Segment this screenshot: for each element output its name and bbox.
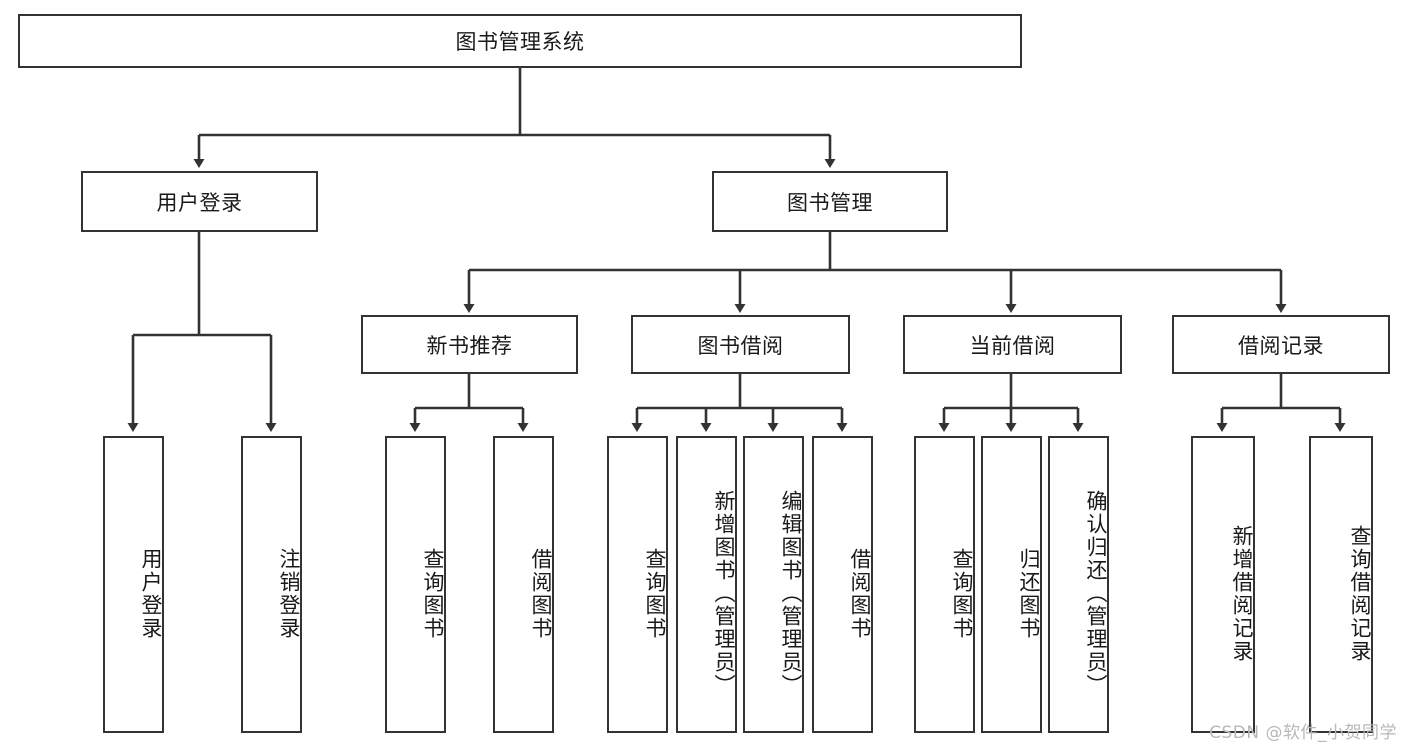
leaf-borrow-record-add[interactable]: 新增借阅记录: [1191, 436, 1255, 733]
node-label: 查询图书: [643, 547, 667, 640]
node-label: 当前借阅: [969, 333, 1056, 358]
leaf-user-login-login[interactable]: 用户登录: [103, 436, 164, 733]
leaf-new-book-query[interactable]: 查询图书: [385, 436, 446, 733]
leaf-new-book-borrow[interactable]: 借阅图书: [493, 436, 554, 733]
node-label: 新增借阅记录: [1230, 524, 1254, 663]
node-borrow-record[interactable]: 借阅记录: [1172, 315, 1390, 374]
node-book-management[interactable]: 图书管理: [712, 171, 948, 232]
node-label: 查询图书: [421, 547, 445, 640]
node-label: 图书管理: [787, 190, 873, 215]
leaf-book-borrow-edit[interactable]: 编辑图书（管理员）: [743, 436, 804, 733]
node-root-system[interactable]: 图书管理系统: [18, 14, 1022, 68]
node-label: 借阅图书: [529, 547, 553, 640]
node-label: 确认归还（管理员）: [1084, 490, 1108, 697]
leaf-book-borrow-add[interactable]: 新增图书（管理员）: [676, 436, 737, 733]
node-label: 新增图书（管理员）: [712, 490, 736, 697]
node-new-book-recommend[interactable]: 新书推荐: [361, 315, 578, 374]
node-label: 用户登录: [139, 547, 163, 640]
node-current-borrow[interactable]: 当前借阅: [903, 315, 1122, 374]
node-book-borrow[interactable]: 图书借阅: [631, 315, 850, 374]
node-label: 注销登录: [277, 547, 301, 640]
leaf-book-borrow-query[interactable]: 查询图书: [607, 436, 668, 733]
leaf-book-borrow-borrow[interactable]: 借阅图书: [812, 436, 873, 733]
node-label: 借阅图书: [848, 547, 872, 640]
leaf-current-borrow-return[interactable]: 归还图书: [981, 436, 1042, 733]
node-label: 图书借阅: [697, 333, 784, 358]
node-label: 查询图书: [950, 547, 974, 640]
watermark-text: CSDN @软件_小贺同学: [1209, 723, 1397, 743]
node-label: 归还图书: [1017, 547, 1041, 640]
leaf-current-borrow-confirm-return[interactable]: 确认归还（管理员）: [1048, 436, 1109, 733]
leaf-current-borrow-query[interactable]: 查询图书: [914, 436, 975, 733]
node-label: 查询借阅记录: [1348, 524, 1372, 663]
node-label: 编辑图书（管理员）: [779, 490, 803, 697]
node-user-login[interactable]: 用户登录: [81, 171, 318, 232]
node-label: 新书推荐: [426, 333, 513, 358]
leaf-borrow-record-query[interactable]: 查询借阅记录: [1309, 436, 1373, 733]
node-label: 图书管理系统: [455, 30, 585, 54]
node-label: 用户登录: [156, 190, 243, 215]
node-label: 借阅记录: [1238, 333, 1324, 358]
leaf-user-login-logout[interactable]: 注销登录: [241, 436, 302, 733]
